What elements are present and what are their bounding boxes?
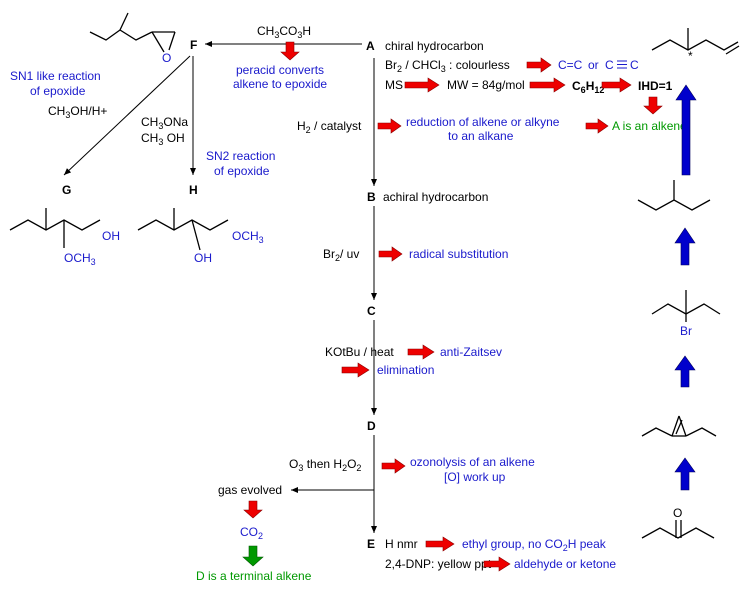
note-sn1-1: SN1 like reaction (10, 69, 101, 83)
node-b: B (367, 190, 376, 204)
ketone-o-label: O (673, 506, 682, 520)
red-arrow-right-kotbu (407, 344, 435, 360)
note-or: or (588, 58, 599, 72)
desc-b: achiral hydrocarbon (383, 190, 488, 204)
epoxide-o-label: O (162, 51, 171, 65)
note-anti-zaitsev: anti-Zaitsev (440, 345, 502, 359)
blue-arrow-up-1 (674, 227, 696, 266)
note-ozonolysis-2: [O] work up (444, 470, 506, 484)
green-arrow-down-co2 (242, 545, 264, 567)
note-sn2-2: of epoxide (214, 164, 270, 178)
red-arrow-down-ihd (643, 96, 663, 115)
note-radical-substitution: radical substitution (409, 247, 508, 261)
structure-c-bromide: Br (651, 290, 721, 338)
h-oh-label: OH (194, 251, 212, 265)
reagent-ms: MS (385, 78, 403, 92)
node-e: E (367, 537, 375, 551)
reagent-methoxide-1: CH3ONa (141, 115, 188, 131)
note-sn2-1: SN2 reaction (206, 149, 275, 163)
node-c: C (367, 304, 376, 318)
note-ozonolysis-1: ozonolysis of an alkene (410, 455, 535, 469)
red-arrow-right-hnmr (425, 536, 455, 552)
note-mw: MW = 84g/mol (447, 78, 525, 92)
note-cc-triple: C (605, 58, 614, 72)
reagent-radical: Br2/ uv (323, 247, 359, 263)
node-h: H (189, 183, 198, 197)
reagent-bromine: Br2 / CHCl3 : colourless (385, 58, 510, 74)
note-sn1-2: of epoxide (30, 84, 86, 98)
red-arrow-down-peracid (280, 41, 300, 61)
reagent-methanol-acid: CH3OH/H+ (48, 104, 107, 120)
reagent-peracid: CH3CO3H (257, 24, 311, 40)
arrow-f-to-g (63, 55, 191, 176)
h-och3-label: OCH3 (232, 229, 264, 245)
red-arrow-right-elimination (341, 362, 370, 378)
reagent-hnmr: H nmr (385, 537, 418, 551)
structure-h: OCH3 OH (137, 208, 264, 265)
red-arrow-right-reduction (585, 118, 609, 134)
note-reduction-1: reduction of alkene or alkyne (406, 115, 560, 129)
structure-f-epoxide: O (89, 12, 176, 65)
blue-arrow-up-2 (674, 355, 696, 388)
note-formula: C6H12 (572, 79, 604, 95)
desc-a: chiral hydrocarbon (385, 39, 484, 53)
structure-a-alkene: * (651, 28, 740, 63)
red-arrow-right-radical (378, 246, 403, 262)
red-arrow-right-dnp (483, 556, 511, 572)
blue-arrow-up-3 (674, 457, 696, 491)
note-epoxide-2: alkene to epoxide (233, 77, 327, 91)
note-elimination: elimination (377, 363, 434, 377)
red-arrow-right-hydrogenation (377, 118, 402, 134)
note-cc-triple-end: C (630, 58, 639, 72)
node-f: F (190, 38, 197, 52)
reagent-ozone: O3 then H2O2 (289, 457, 361, 473)
node-g: G (62, 183, 71, 197)
g-oh-label: OH (102, 229, 120, 243)
structure-e-ketone: O (641, 506, 715, 539)
note-carbonyl: aldehyde or ketone (514, 557, 616, 571)
note-terminal-alkene: D is a terminal alkene (196, 569, 312, 583)
note-reduction-2: to an alkane (448, 129, 514, 143)
triple-bond-icon (617, 60, 627, 69)
chiral-star: * (688, 49, 693, 63)
structure-b-alkane (637, 180, 711, 211)
g-och3-label: OCH3 (64, 251, 96, 267)
reagent-methoxide-2: CH3 OH (141, 131, 185, 147)
red-arrow-right-ms (404, 77, 440, 93)
structure-g: OH OCH3 (9, 208, 120, 267)
red-arrow-right-bromine (526, 57, 552, 73)
red-arrow-right-formula (601, 77, 632, 93)
note-is-alkene: A is an alkene (612, 119, 687, 133)
note-ihd: IHD=1 (638, 79, 673, 93)
reagent-kotbu: KOtBu / heat (325, 345, 394, 359)
note-ethyl: ethyl group, no CO2H peak (462, 537, 607, 553)
note-epoxide-1: peracid converts (236, 63, 324, 77)
red-arrow-right-ozone (381, 458, 406, 474)
reagent-hydrogenation: H2 / catalyst (297, 119, 362, 135)
note-cc-double: C=C (558, 58, 583, 72)
structure-d-alkene (641, 415, 717, 437)
node-d: D (367, 419, 376, 433)
red-arrow-down-gas (243, 500, 263, 519)
br-label: Br (680, 324, 692, 338)
label-gas-evolved: gas evolved (218, 483, 282, 497)
blue-arrow-up-large (675, 84, 697, 176)
node-a: A (366, 39, 375, 53)
red-arrow-right-mw (529, 77, 566, 93)
note-co2: CO2 (240, 525, 263, 541)
reagent-dnp: 2,4-DNP: yellow ppt (385, 557, 492, 571)
